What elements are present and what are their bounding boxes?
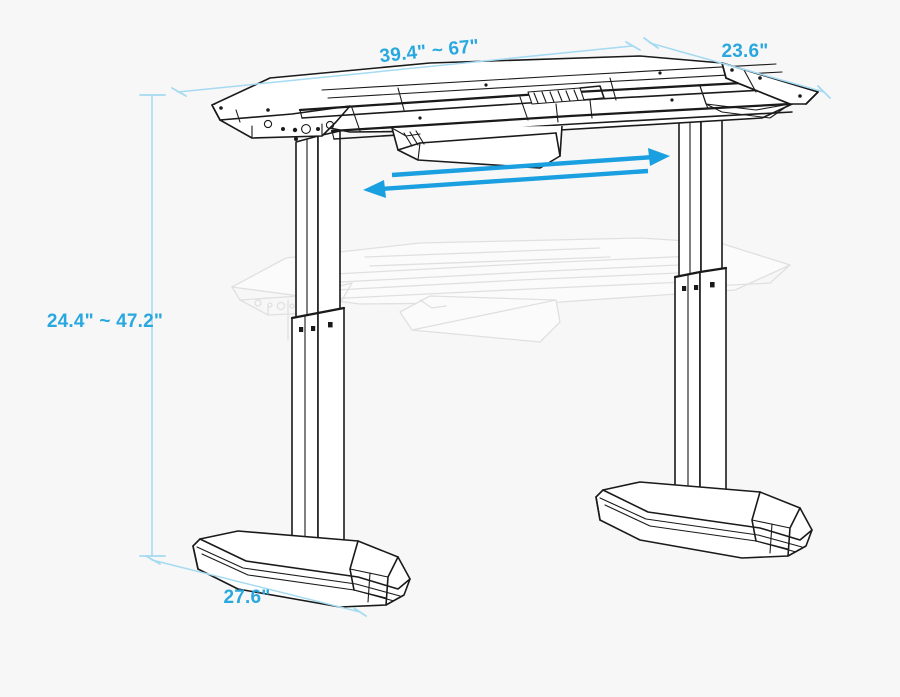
left-column [290,130,346,567]
right-column [673,96,728,507]
dimension-width [171,41,641,97]
right-bracket [699,62,819,119]
ghost-frame-lowered-position [231,237,791,343]
right-foot [595,481,813,559]
dimension-height [139,94,166,557]
dimension-foot-depth [145,555,367,617]
left-bracket [211,104,351,141]
dimension-depth [643,37,831,99]
control-box [391,125,563,169]
dimension-label-height: 24.4" ~ 47.2" [47,311,163,332]
dimension-label-depth: 23.6" [722,41,769,62]
dimension-label-foot-depth: 27.6" [224,587,271,608]
top-frame-assembly [211,55,819,169]
width-adjust-arrow-right [391,148,670,178]
beam-telescoping-joint [527,85,605,123]
width-adjust-arrow-left [363,168,649,198]
left-foot [192,530,411,608]
